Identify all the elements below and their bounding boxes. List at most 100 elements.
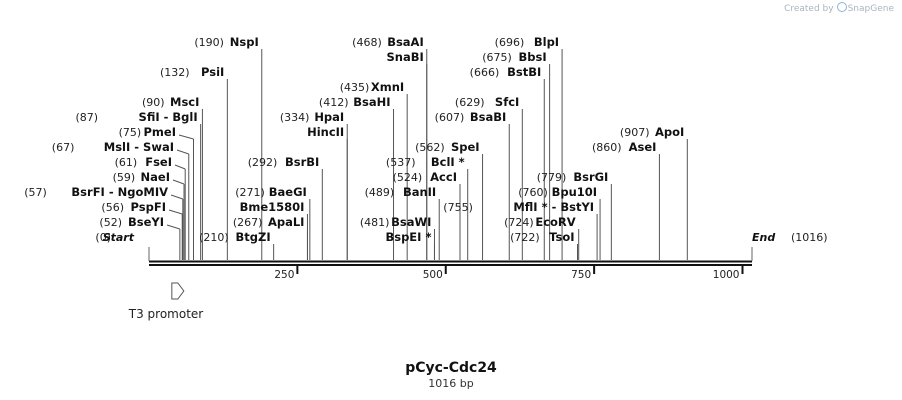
site-name: BstBI [507, 65, 541, 79]
site-position: (629) [455, 96, 485, 109]
site-name: BaeGI [269, 185, 307, 199]
site-position: (190) [194, 36, 224, 49]
site-name: NaeI [141, 170, 170, 184]
start-position: (0) [95, 231, 111, 244]
site-name: ApaLI [268, 215, 305, 229]
site-name: HincII [307, 125, 344, 139]
site-position: (132) [160, 66, 190, 79]
site-position: (412) [319, 96, 349, 109]
plasmid-length: 1016 bp [428, 377, 474, 390]
site-position: (755) [443, 201, 473, 214]
site-position: (760) [518, 186, 548, 199]
site-name: Bpu10I [552, 185, 597, 199]
site-position: (59) [113, 171, 136, 184]
site-name: PsiI [201, 65, 224, 79]
site-name: ApoI [655, 125, 684, 139]
site-position: (52) [99, 216, 122, 229]
scale-tick-label: 500 [423, 269, 443, 281]
site-name: BlpI [534, 35, 559, 49]
site-leader-line [174, 164, 186, 170]
site-leader-line [166, 224, 181, 230]
site-position: (292) [248, 156, 278, 169]
site-position: (666) [470, 66, 500, 79]
site-name: Bme1580I [240, 200, 305, 214]
site-name: PspFI [131, 200, 166, 214]
site-position: (56) [101, 201, 124, 214]
t3-promoter-arrow [171, 282, 185, 300]
site-position: (435) [340, 81, 370, 94]
site-position: (524) [393, 171, 423, 184]
site-name: PmeI [144, 125, 177, 139]
site-position: (562) [415, 141, 445, 154]
site-position: (75) [119, 126, 142, 139]
site-position: (607) [435, 111, 465, 124]
site-position: (468) [352, 36, 382, 49]
site-position: (271) [235, 186, 265, 199]
site-name: AseI [629, 140, 657, 154]
site-name: BsrGI [573, 170, 608, 184]
scale-tick-label: 1000 [713, 269, 740, 281]
site-name: BsaHI [353, 95, 390, 109]
site-name: MscI [170, 95, 199, 109]
site-position: (724) [504, 216, 534, 229]
site-position: (210) [199, 231, 229, 244]
site-position: (675) [482, 51, 512, 64]
site-position: (860) [592, 141, 622, 154]
site-name: MslI - SwaI [104, 140, 174, 154]
site-name: XmnI [371, 80, 404, 94]
site-name: BsaWI [391, 215, 431, 229]
site-name: HpaI [314, 110, 344, 124]
site-name: BsrBI [285, 155, 319, 169]
site-name: BsaBI [470, 110, 506, 124]
site-name: NspI [230, 35, 259, 49]
site-name: SpeI [451, 140, 480, 154]
end-label: End [752, 231, 775, 244]
site-name: BclI * [431, 155, 465, 169]
end-position: (1016) [791, 231, 828, 244]
site-name: BbsI [518, 50, 546, 64]
site-name: BseYI [128, 215, 164, 229]
t3-promoter-label: T3 promoter [128, 307, 204, 321]
site-name: SfcI [495, 95, 519, 109]
site-position: (722) [510, 231, 540, 244]
site-position: (907) [620, 126, 650, 139]
site-position: (334) [280, 111, 310, 124]
site-position: (779) [537, 171, 567, 184]
site-name: SnaBI [386, 50, 423, 64]
site-name: MflI * - BstYI [513, 200, 594, 214]
site-leader-line [176, 149, 189, 155]
site-name: AccI [430, 170, 457, 184]
snapgene-credit: Created by SnapGene [784, 2, 894, 14]
site-position: (87) [75, 111, 98, 124]
credit-prefix: Created by [784, 4, 834, 14]
site-leader-line [172, 179, 185, 185]
site-name: FseI [145, 155, 172, 169]
plasmid-name: pCyc-Cdc24 [405, 360, 497, 376]
site-position: (537) [386, 156, 416, 169]
site-position: (67) [52, 141, 75, 154]
site-position: (57) [24, 186, 47, 199]
credit-brand: SnapGene [847, 4, 894, 14]
site-name: BsaAI [387, 35, 424, 49]
start-label: Start [103, 231, 135, 244]
site-position: (489) [365, 186, 395, 199]
site-position: (267) [233, 216, 263, 229]
site-position: (696) [495, 36, 525, 49]
site-name: SfiI - BglI [139, 110, 198, 124]
site-position: (481) [360, 216, 390, 229]
site-name: BsrFI - NgoMIV [71, 185, 168, 199]
site-name: BspEI * [385, 230, 431, 244]
site-leader-line [168, 209, 183, 215]
site-name: BtgZI [236, 230, 271, 244]
site-position: (61) [115, 156, 138, 169]
site-leader-line [178, 134, 194, 140]
scale-tick-label: 750 [571, 269, 591, 281]
site-name: EcoRV [535, 215, 575, 229]
scale-tick-label: 250 [274, 269, 294, 281]
site-name: BanII [403, 185, 436, 199]
site-position: (90) [142, 96, 165, 109]
snapgene-logo-icon [836, 2, 847, 12]
site-name: TsoI [549, 230, 574, 244]
site-leader-line [170, 194, 183, 200]
